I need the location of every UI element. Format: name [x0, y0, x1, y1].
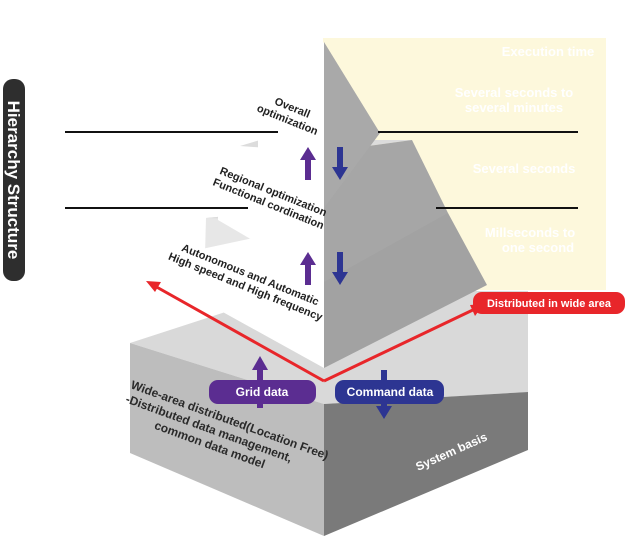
svg-text:Distributed in wide area: Distributed in wide area [487, 298, 612, 310]
svg-text:Command data: Command data [347, 385, 434, 399]
svg-text:Hierarchy Structure: Hierarchy Structure [4, 101, 23, 260]
side-title: Hierarchy Structure [3, 79, 25, 281]
time-bottom-line1: Millseconds to [485, 225, 575, 240]
down-arrow-top [332, 147, 348, 180]
command-data-badge: Command data [335, 380, 444, 404]
time-middle: Several seconds [473, 161, 576, 176]
pyramid [183, 42, 487, 368]
grid-data-badge: Grid data [209, 380, 316, 404]
time-top-line2: several minutes [465, 100, 563, 115]
wide-area-badge: Distributed in wide area [473, 292, 625, 314]
time-bottom-line2: one second [502, 240, 574, 255]
down-arrow-middle [332, 252, 348, 285]
execution-time-header: Execution time [502, 44, 594, 59]
up-arrow-top [300, 147, 316, 180]
up-arrow-middle [300, 252, 316, 285]
svg-text:Grid data: Grid data [236, 385, 289, 399]
time-top-line1: Several seconds to [455, 85, 574, 100]
